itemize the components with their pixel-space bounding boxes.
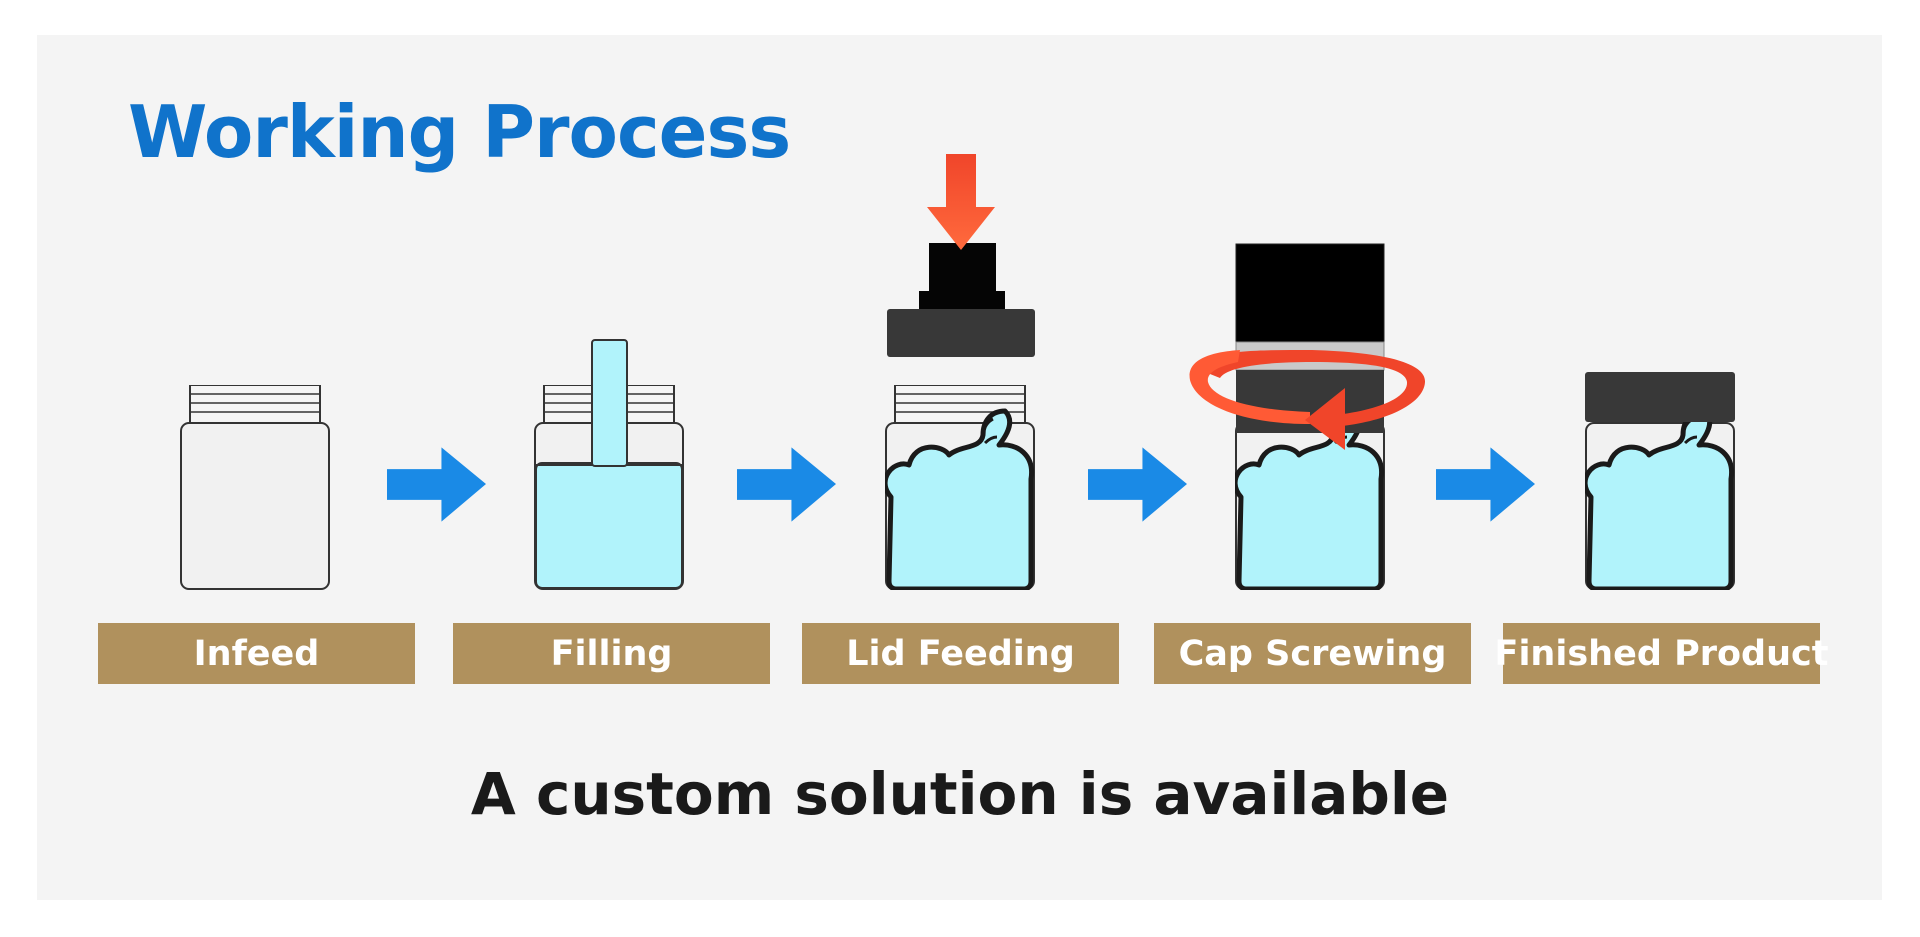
jar-empty-icon xyxy=(180,385,330,590)
jar-filled-icon xyxy=(885,385,1035,590)
step-label-cap-screwing: Cap Screwing xyxy=(1154,623,1471,684)
step-label-lid-feeding: Lid Feeding xyxy=(802,623,1119,684)
step-label-finished-product: Finished Product xyxy=(1495,623,1828,684)
page-title: Working Process xyxy=(128,90,791,174)
press-down-arrow-icon xyxy=(927,154,995,250)
rotation-arrow-icon xyxy=(1189,350,1426,450)
filling-nozzle-icon xyxy=(591,339,628,467)
lid-press-icon xyxy=(887,243,1035,357)
step-label-filling: Filling xyxy=(453,623,770,684)
flow-arrow-icon xyxy=(1436,447,1535,522)
step-label-infeed: Infeed xyxy=(98,623,415,684)
flow-arrow-icon xyxy=(387,447,486,522)
jar-finished-icon xyxy=(1585,372,1735,590)
footer-text: A custom solution is available xyxy=(470,760,1450,828)
capping-head-icon xyxy=(1235,243,1385,433)
flow-arrow-icon xyxy=(1088,447,1187,522)
flow-arrow-icon xyxy=(737,447,836,522)
